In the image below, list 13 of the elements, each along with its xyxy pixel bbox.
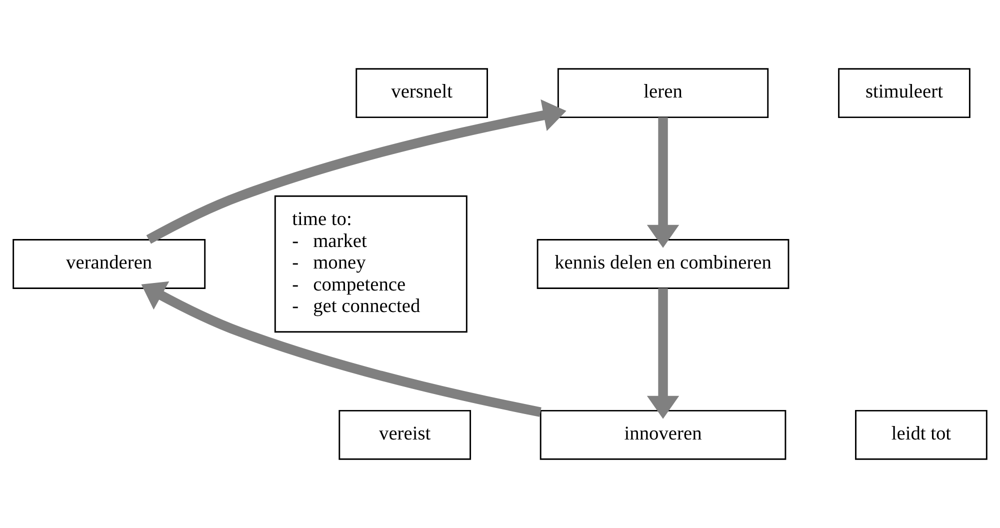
node-box: innoveren	[540, 410, 786, 460]
node-box: leidt tot	[855, 410, 988, 460]
arrow	[141, 281, 542, 417]
arrow	[646, 288, 680, 419]
node-box: time to: - market - money - competence - get connected	[274, 195, 468, 333]
node-box: veranderen	[12, 239, 206, 289]
arrow	[646, 117, 680, 248]
arrow	[146, 99, 566, 244]
node-box: stimuleert	[838, 68, 970, 118]
node-box: vereist	[338, 410, 472, 460]
node-box: versnelt	[356, 68, 488, 118]
node-box: kennis delen en combineren	[536, 239, 790, 289]
node-box: leren	[557, 68, 769, 118]
